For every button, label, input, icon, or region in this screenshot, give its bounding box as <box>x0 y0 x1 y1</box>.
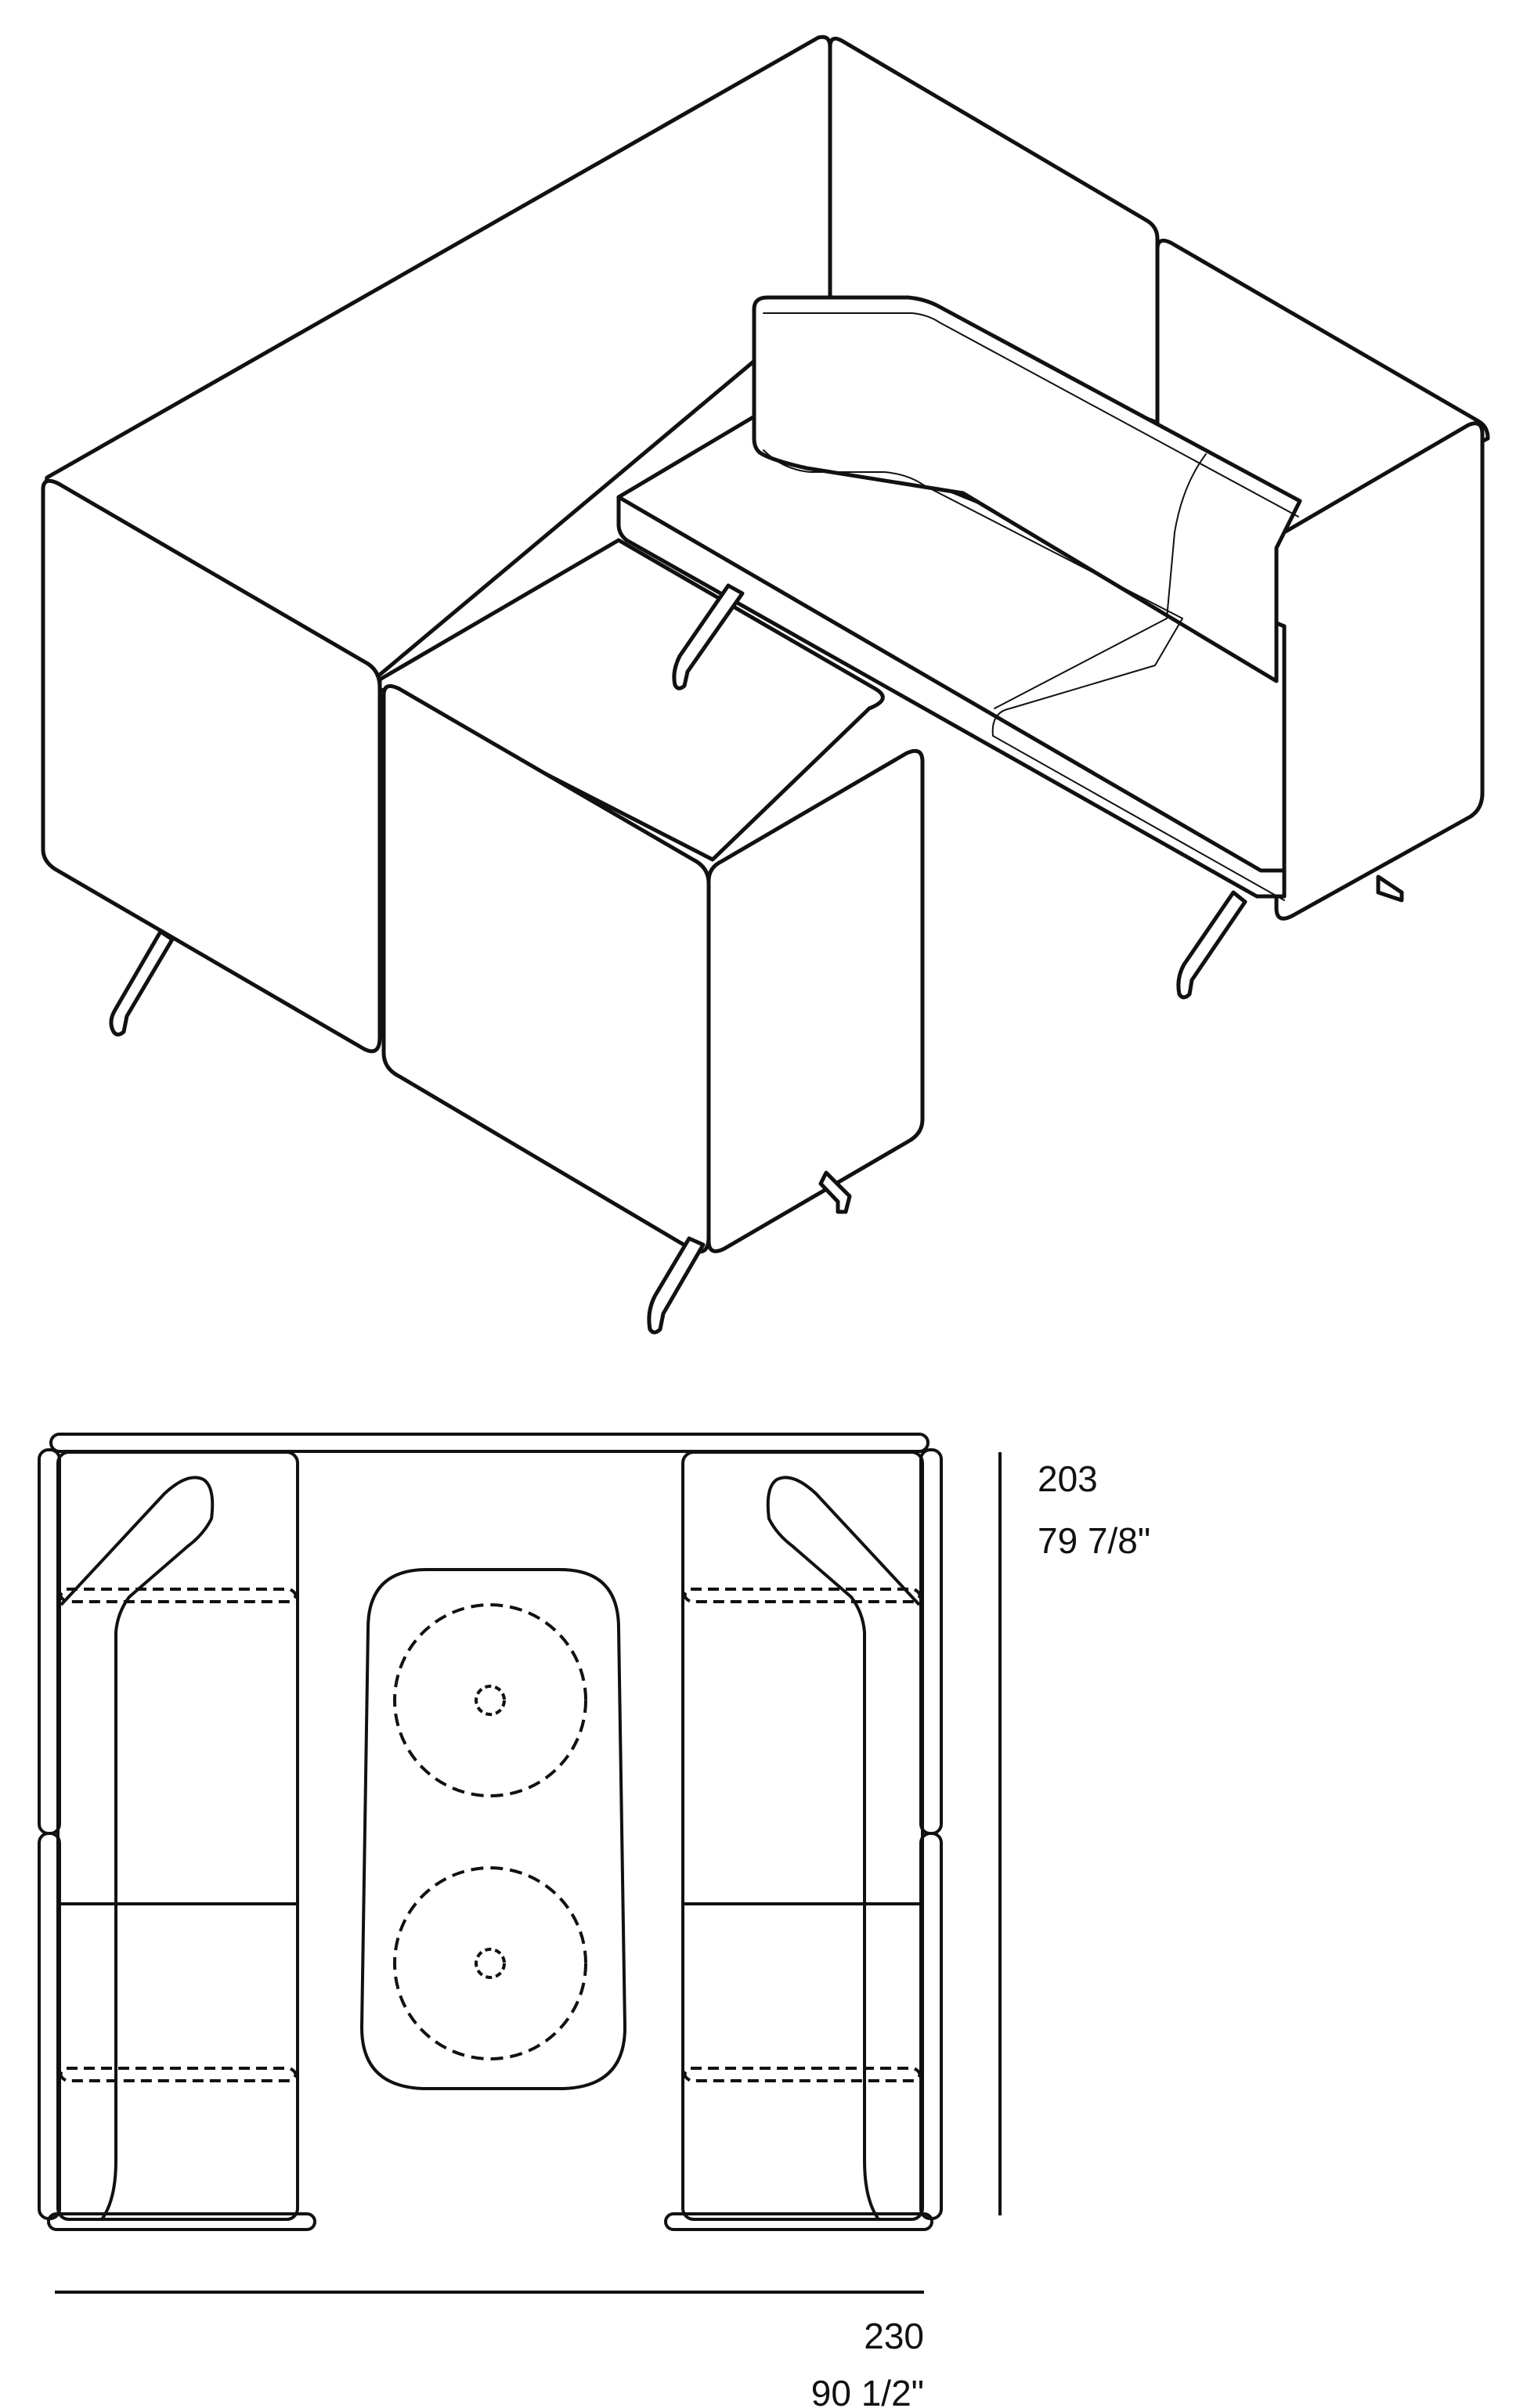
leg-right-back <box>1376 874 1404 903</box>
leg-middle-back <box>672 583 745 690</box>
leg-left <box>109 929 175 1036</box>
depth-inch-label: 79 7/8" <box>1038 1520 1150 1561</box>
plan-right-sofa-backrest <box>766 1476 921 2221</box>
plan-table-base-lower <box>393 1866 587 2060</box>
plan-table-base-upper <box>393 1603 587 1797</box>
plan-left-sofa-foot-rail <box>47 2212 316 2231</box>
left-panel-front-face <box>41 478 382 1054</box>
right-sofa-backrest <box>752 295 1302 683</box>
width-inch-label: 90 1/2" <box>811 2373 924 2408</box>
plan-table-post-lower <box>475 1948 506 1979</box>
width-cm-label: 230 <box>864 2316 924 2356</box>
isometric-view <box>41 34 1490 1335</box>
depth-cm-label: 203 <box>1038 1458 1098 1499</box>
plan-right-sofa-leg-lower <box>683 2067 922 2082</box>
leg-front-right <box>818 1170 852 1214</box>
leg-front <box>647 1236 706 1335</box>
plan-left-sofa-backrest <box>60 1476 215 2221</box>
plan-table-top <box>360 1568 626 2090</box>
right-sofa-seat-top-edge <box>616 495 1287 873</box>
front-end-panel <box>706 748 925 1253</box>
plan-back-rail <box>49 1433 930 1453</box>
leg-right <box>1176 890 1247 1000</box>
middle-block-top <box>377 538 885 862</box>
plan-right-sofa <box>681 1451 924 2221</box>
plan-table-post-upper <box>475 1685 506 1716</box>
plan-left-sofa-leg-lower <box>59 2067 298 2082</box>
right-sofa-cushion-divider <box>994 453 1207 709</box>
plan-right-sofa-leg-upper <box>683 1588 922 1603</box>
plan-right-sofa-foot-rail <box>664 2212 933 2231</box>
right-sofa-seat-deck <box>616 411 1287 899</box>
right-sofa-backrest-contour <box>763 312 1299 517</box>
plan-left-sofa <box>56 1451 299 2221</box>
right-sofa-seat-contour <box>763 449 1285 901</box>
plan-left-sofa-leg-upper <box>59 1588 298 1603</box>
plan-view <box>38 1433 1002 2294</box>
